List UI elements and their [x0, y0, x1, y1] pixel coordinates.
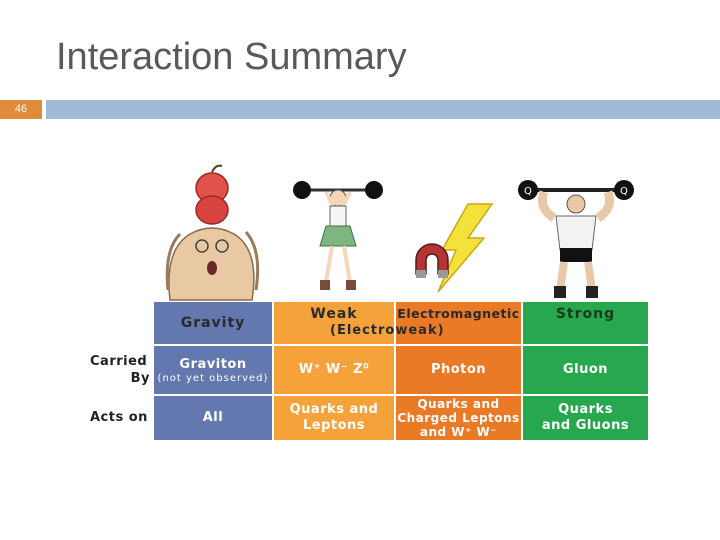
- slide-number: 46: [0, 100, 42, 119]
- cell-acts-on-weak: Quarks and Leptons: [273, 394, 396, 440]
- cell-acts-on-strong: Quarks and Gluons: [522, 394, 650, 440]
- forces-figure: Q Q Gravity Weak Electromagnetic Strong: [90, 160, 650, 445]
- svg-text:Q: Q: [524, 186, 532, 197]
- weightlifter-weak-illustration: [293, 181, 383, 290]
- header-weak: Weak: [273, 302, 396, 345]
- header-electromagnetic: Electromagnetic: [395, 302, 523, 345]
- slide-title: Interaction Summary: [56, 36, 407, 78]
- strongman-illustration: Q Q: [518, 180, 634, 298]
- svg-text:Q: Q: [620, 186, 628, 197]
- header-strong: Strong: [522, 302, 650, 345]
- cell-gluon: Gluon: [522, 344, 650, 395]
- row-label-carried-by: Carried By: [90, 345, 154, 395]
- header-gravity: Gravity: [154, 302, 274, 345]
- row-label-acts-on: Acts on: [90, 395, 154, 440]
- cell-acts-on-all: All: [154, 394, 274, 440]
- newton-apple-illustration: [165, 164, 260, 301]
- table-row-carried-by: Carried By Graviton (not yet observed) W…: [90, 344, 650, 395]
- cell-graviton: Graviton (not yet observed): [154, 344, 274, 395]
- cell-w-z-bosons: W⁺ W⁻ Z⁰: [273, 344, 396, 395]
- cell-photon: Photon: [395, 344, 523, 395]
- electroweak-label: (Electroweak): [330, 323, 445, 338]
- title-bar: [46, 100, 720, 119]
- magnet-lightning-illustration: [415, 203, 494, 293]
- table-header-row: Gravity Weak Electromagnetic Strong: [90, 302, 650, 345]
- table-row-acts-on: Acts on All Quarks and Leptons Quarks an…: [90, 394, 650, 440]
- cell-acts-on-em: Quarks and Charged Leptons and W⁺ W⁻: [395, 394, 523, 440]
- forces-table: Gravity Weak Electromagnetic Strong Carr…: [90, 302, 650, 440]
